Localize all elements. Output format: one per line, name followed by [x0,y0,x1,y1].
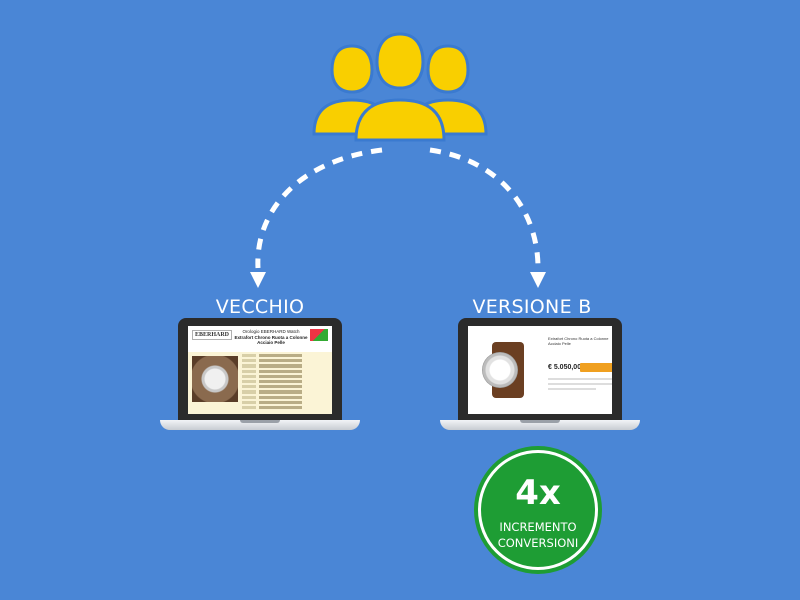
old-title: Orologio EBERHARD Watch Extrafort Chrono… [234,329,308,345]
arrow-left-head [250,272,266,288]
product-name: Extrafort Chrono Ruota a Colonne Acciaio… [548,336,609,346]
version-b-screenshot: Extrafort Chrono Ruota a Colonne Acciaio… [468,326,612,414]
old-spec-table [242,354,328,410]
product-price: € 5.050,00 [548,364,582,371]
arrow-left [255,147,383,269]
watch-photo [474,342,540,398]
result-description: INCREMENTO CONVERSIONI [497,520,579,550]
laptop-version-b: Extrafort Chrono Ruota a Colonne Acciaio… [440,318,640,430]
info-lines [548,378,612,393]
laptop-base [160,420,360,430]
arrow-right-head [530,272,546,288]
laptop-screen: EBERHARD Orologio EBERHARD Watch Extrafo… [178,318,342,420]
arrow-right [429,147,541,269]
laptop-old-layout: EBERHARD Orologio EBERHARD Watch Extrafo… [160,318,360,430]
old-layout-screenshot: EBERHARD Orologio EBERHARD Watch Extrafo… [188,326,332,414]
old-logo: EBERHARD [192,330,233,340]
watch-photo [192,356,238,402]
laptop-base [440,420,640,430]
version-b-label: VERSIONE B [472,296,592,318]
old-badge [310,329,328,341]
buy-button [580,363,612,372]
laptop-screen: Extrafort Chrono Ruota a Colonne Acciaio… [458,318,622,420]
multiplier: 4x [515,473,561,513]
result-badge: 4x INCREMENTO CONVERSIONI [478,450,598,570]
users-group-icon [312,32,488,142]
